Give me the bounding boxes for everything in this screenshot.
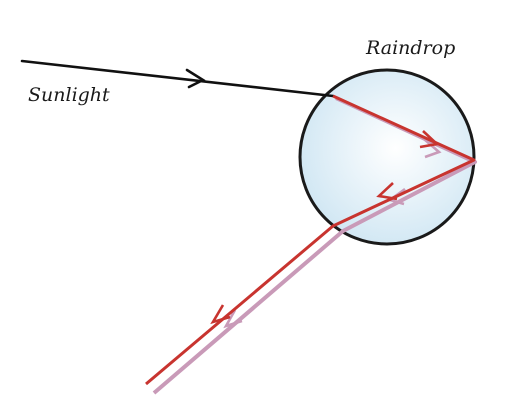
sunlight-label: Sunlight: [28, 84, 110, 106]
red-ray: [145, 94, 476, 386]
red-arrowhead-reflected: [376, 182, 398, 201]
violet-arrowhead-inside: [423, 138, 442, 159]
raindrop-circle: [298, 68, 476, 246]
sunlight-arrowhead: [185, 68, 206, 89]
sunlight-ray: [20, 59, 335, 98]
red-arrowhead-outgoing: [210, 304, 231, 325]
red-arrowhead-inside: [419, 130, 440, 149]
raindrop-label: Raindrop: [366, 37, 456, 59]
violet-arrowhead-outgoing: [223, 309, 243, 329]
